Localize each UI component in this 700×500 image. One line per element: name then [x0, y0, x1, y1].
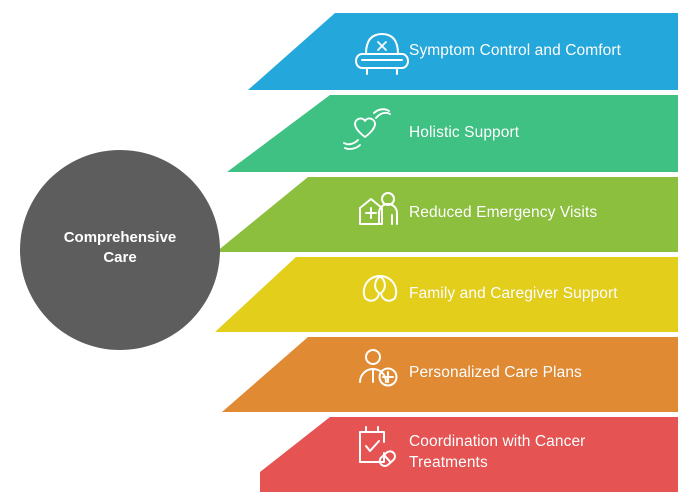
band-label-1[interactable]: Symptom Control and Comfort [409, 42, 622, 59]
home-medical-person-icon [359, 192, 398, 225]
hub-circle[interactable] [20, 150, 220, 350]
band-shape-1[interactable] [248, 13, 678, 90]
band-label-6[interactable]: Coordination with Cancer Treatments [409, 433, 586, 471]
heart-in-hands-icon [343, 108, 391, 150]
hub-label: Comprehensive Care [63, 229, 177, 267]
band-label-4[interactable]: Family and Caregiver Support [409, 285, 618, 302]
band-shape-6[interactable] [260, 417, 678, 492]
band-label-2[interactable]: Holistic Support [409, 124, 520, 141]
band-shape-2[interactable] [227, 95, 678, 172]
band-label-3[interactable]: Reduced Emergency Visits [409, 204, 598, 221]
band-shape-5[interactable] [222, 337, 678, 412]
person-medical-plus-icon [359, 349, 398, 387]
armchair-comfort-icon [355, 33, 409, 75]
band-shape-4[interactable] [215, 257, 678, 332]
calendar-check-pill-icon [359, 426, 396, 468]
family-loop-icon [362, 274, 398, 302]
band-shape-3[interactable] [216, 177, 678, 252]
band-label-5[interactable]: Personalized Care Plans [409, 364, 582, 381]
